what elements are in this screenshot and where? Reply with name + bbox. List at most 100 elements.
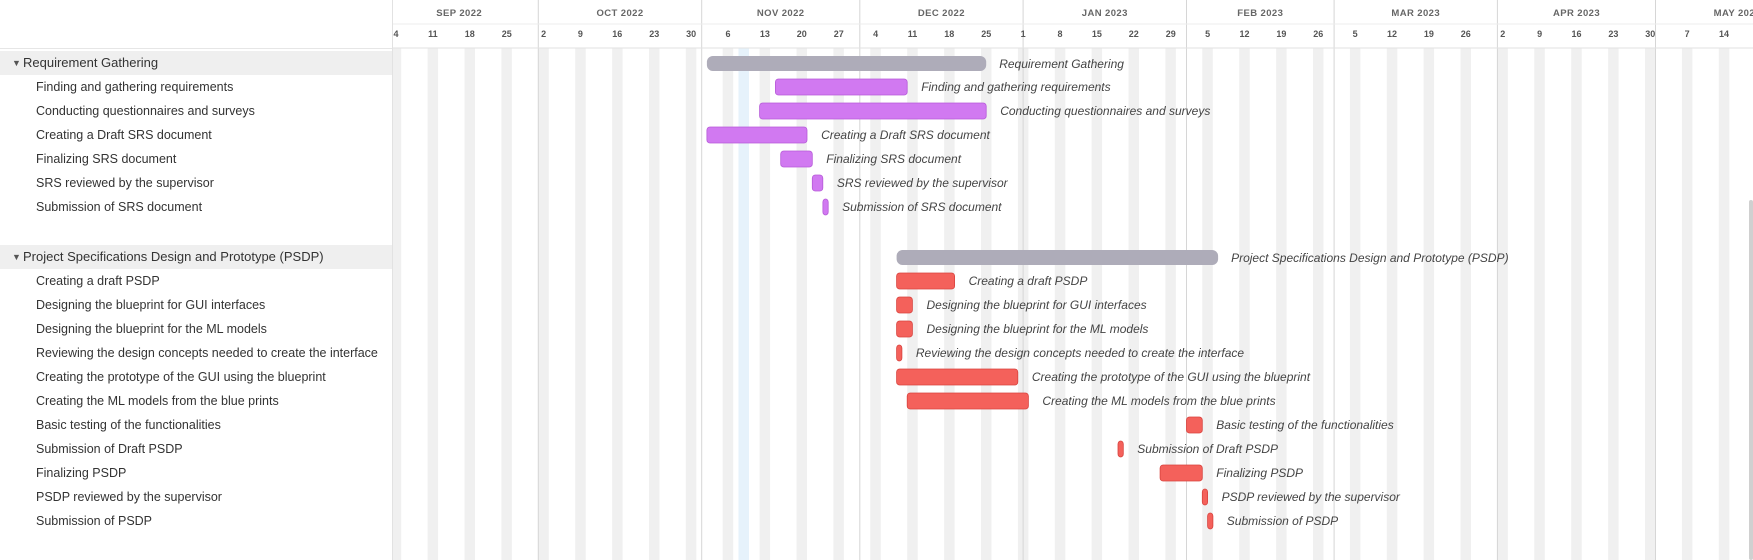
task-bar-label: Basic testing of the functionalities [1216, 418, 1393, 432]
task-bar[interactable] [896, 344, 903, 362]
task-row[interactable]: PSDP reviewed by the supervisor [0, 485, 392, 509]
week-label: 4 [873, 29, 878, 39]
week-label: 18 [944, 29, 954, 39]
week-label: 2 [541, 29, 546, 39]
weekend-shade [1460, 48, 1471, 560]
task-bar[interactable] [1207, 512, 1214, 530]
week-label: 5 [1205, 29, 1210, 39]
weekend-shade [1718, 48, 1730, 560]
task-row[interactable]: Finalizing SRS document [0, 147, 392, 171]
task-label: Submission of PSDP [36, 514, 153, 528]
task-row[interactable]: SRS reviewed by the supervisor [0, 171, 392, 195]
weekend-shade [1645, 48, 1656, 560]
week-label: 19 [1276, 29, 1286, 39]
task-bar[interactable] [822, 198, 829, 216]
group-label: Project Specifications Design and Protot… [23, 249, 324, 264]
weekend-shade [1202, 48, 1213, 560]
task-bar-label: Submission of PSDP [1227, 514, 1338, 528]
task-row[interactable]: Submission of PSDP [0, 509, 392, 533]
weekend-shade [981, 48, 992, 560]
task-bar[interactable] [896, 272, 956, 290]
week-label: 4 [393, 29, 398, 39]
week-label: 16 [1571, 29, 1581, 39]
task-bar[interactable] [774, 78, 908, 96]
weekend-shade [1054, 48, 1066, 560]
task-label: Creating the ML models from the blue pri… [36, 394, 279, 408]
week-label: 25 [981, 29, 991, 39]
task-bar[interactable] [896, 320, 913, 338]
week-label: 29 [1166, 29, 1176, 39]
task-row[interactable]: Creating the ML models from the blue pri… [0, 389, 392, 413]
summary-bar-label: Project Specifications Design and Protot… [1231, 251, 1508, 265]
group-row[interactable]: ▼Project Specifications Design and Proto… [0, 245, 392, 269]
week-label: 6 [725, 29, 730, 39]
month-label: FEB 2023 [1237, 8, 1283, 19]
task-row[interactable]: Reviewing the design concepts needed to … [0, 341, 392, 365]
week-label: 13 [760, 29, 770, 39]
task-bar[interactable] [896, 368, 1019, 386]
week-label: 9 [1537, 29, 1542, 39]
group-row[interactable]: ▼Requirement Gathering [0, 51, 392, 75]
week-label: 12 [1239, 29, 1249, 39]
task-bar[interactable] [1159, 464, 1203, 482]
task-row[interactable]: Basic testing of the functionalities [0, 413, 392, 437]
task-row[interactable]: Submission of Draft PSDP [0, 437, 392, 461]
task-row[interactable]: Creating a draft PSDP [0, 269, 392, 293]
weekend-shade [1349, 48, 1361, 560]
task-bar[interactable] [706, 126, 808, 144]
task-row[interactable]: Finalizing PSDP [0, 461, 392, 485]
task-bar[interactable] [759, 102, 987, 120]
summary-bar[interactable] [706, 56, 987, 71]
task-list-header [0, 0, 392, 49]
task-bar[interactable] [780, 150, 813, 168]
week-label: 19 [1424, 29, 1434, 39]
vertical-scrollbar[interactable] [1749, 200, 1753, 560]
week-label: 1 [1021, 29, 1026, 39]
task-bar-label: Designing the blueprint for the ML model… [927, 322, 1149, 336]
task-bar[interactable] [906, 392, 1029, 410]
task-row[interactable]: Designing the blueprint for the ML model… [0, 317, 392, 341]
task-label: Finalizing SRS document [36, 152, 177, 166]
task-row[interactable]: Submission of SRS document [0, 195, 392, 219]
week-label: 9 [578, 29, 583, 39]
task-row[interactable]: Creating a Draft SRS document [0, 123, 392, 147]
month-label: DEC 2022 [918, 8, 965, 19]
task-row[interactable]: Finding and gathering requirements [0, 75, 392, 99]
task-bar[interactable] [1117, 440, 1124, 458]
week-label: 16 [612, 29, 622, 39]
weekend-shade [759, 48, 771, 560]
task-row[interactable]: Designing the blueprint for GUI interfac… [0, 293, 392, 317]
month-label: SEP 2022 [436, 8, 482, 19]
weekend-shade [1091, 48, 1103, 560]
weekend-shade [722, 48, 734, 560]
weekend-shade [427, 48, 439, 560]
task-row[interactable]: Creating the prototype of the GUI using … [0, 365, 392, 389]
task-label: PSDP reviewed by the supervisor [36, 490, 222, 504]
caret-down-icon[interactable]: ▼ [12, 252, 21, 262]
week-label: 27 [834, 29, 844, 39]
caret-down-icon[interactable]: ▼ [12, 58, 21, 68]
summary-bar[interactable] [896, 250, 1219, 265]
task-row[interactable]: Conducting questionnaires and surveys [0, 99, 392, 123]
month-label: MAR 2023 [1391, 8, 1440, 19]
weekend-shade [575, 48, 586, 560]
task-bar[interactable] [1186, 416, 1203, 434]
weekend-shade [944, 48, 955, 560]
weekend-shade [538, 48, 549, 560]
weekend-shade [464, 48, 475, 560]
task-bar[interactable] [896, 296, 913, 314]
week-label: 11 [428, 29, 438, 39]
week-label: 20 [797, 29, 807, 39]
task-bar[interactable] [811, 174, 824, 192]
weekend-shade [1165, 48, 1176, 560]
group-label: Requirement Gathering [23, 55, 159, 70]
month-label: JAN 2023 [1082, 8, 1128, 19]
weekend-shade [1386, 48, 1398, 560]
task-bar-label: Finalizing PSDP [1216, 466, 1303, 480]
task-bar[interactable] [1201, 488, 1208, 506]
month-label: NOV 2022 [757, 8, 805, 19]
task-bar-label: Finalizing SRS document [826, 152, 961, 166]
